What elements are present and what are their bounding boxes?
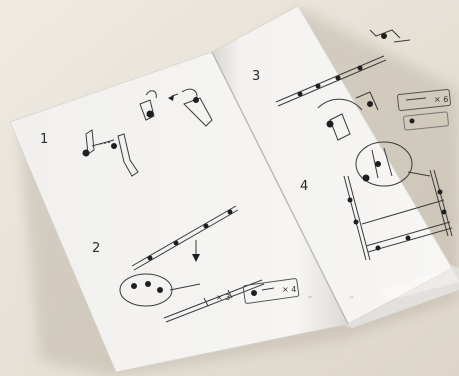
page-highlight: [380, 268, 459, 300]
left-callout-quantity: × 4: [282, 285, 296, 294]
step-4-number: 4: [300, 179, 308, 194]
step-3-diagram: 3 × 6: [252, 29, 451, 141]
step-3-number: 3: [252, 69, 260, 84]
step-2-number: 2: [92, 241, 100, 256]
step-1-diagram: 1: [40, 88, 213, 177]
spine-crease: [211, 51, 349, 325]
right-callout-quantity: × 6: [434, 95, 448, 104]
right-page-number: 21: [350, 295, 354, 299]
step-1-number: 1: [40, 132, 48, 147]
left-page-number: 20: [308, 295, 312, 299]
step-4-diagram: 4: [300, 141, 453, 261]
step-2-quantity: × 3: [216, 293, 230, 302]
step-2-diagram: 2 × 3 × 4: [92, 205, 300, 323]
